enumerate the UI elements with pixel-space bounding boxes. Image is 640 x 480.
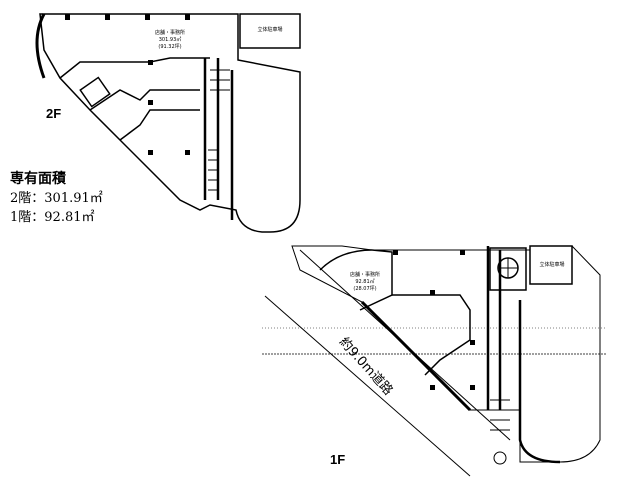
hydrant-symbol	[493, 451, 507, 465]
floor-label-2f: 2F	[46, 106, 62, 121]
f2-unit-name: 店舗・事務所	[154, 30, 185, 36]
floor-1f-plan	[291, 245, 601, 464]
f2-unit-label: 店舗・事務所 301.93㎡ (91.32坪)	[140, 30, 200, 51]
area-summary-heading: 専有面積	[10, 171, 66, 187]
f1-parking-label: 立体駐車場	[539, 262, 565, 268]
road-boundary-lines	[262, 249, 606, 477]
area-summary-2f: 2階：301.91㎡	[10, 191, 103, 206]
area-summary: 専有面積 2階：301.91㎡ 1階：92.81㎡	[10, 170, 103, 227]
f2-unit-tsubo: (91.32坪)	[158, 44, 182, 50]
floor-label-1f: 1F	[330, 452, 346, 467]
f1-unit-area: 92.81㎡	[355, 279, 375, 285]
columns-2f	[65, 14, 190, 155]
area-summary-1f: 1階：92.81㎡	[10, 210, 95, 225]
columns-1f	[393, 250, 475, 390]
f1-unit-label: 店舗・事務所 92.81㎡ (28.07坪)	[340, 272, 390, 293]
f2-unit-area: 301.93㎡	[158, 37, 182, 43]
f2-parking-label: 立体駐車場	[257, 27, 283, 33]
floor-2f-plan	[35, 13, 301, 233]
f1-unit-tsubo: (28.07坪)	[353, 286, 377, 292]
f1-unit-name: 店舗・事務所	[349, 272, 380, 278]
